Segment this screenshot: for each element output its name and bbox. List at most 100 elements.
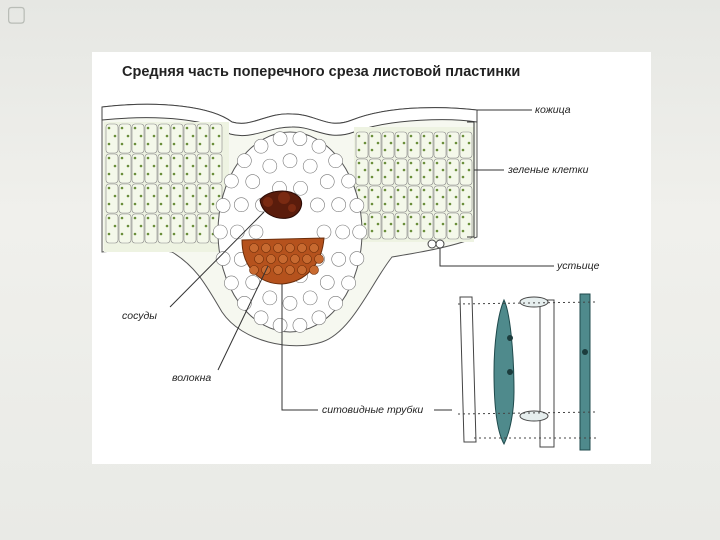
- chloroplast: [172, 232, 176, 236]
- leader-trubki: [281, 284, 318, 411]
- sheath-cell: [293, 180, 308, 196]
- label-kozhitsa: кожица: [535, 104, 571, 116]
- chloroplast: [422, 188, 426, 192]
- chloroplast: [139, 224, 143, 228]
- chloroplast: [363, 222, 367, 226]
- chloroplast: [428, 222, 432, 226]
- chloroplast: [198, 202, 202, 206]
- chloroplast: [383, 229, 387, 233]
- green-cell: [170, 183, 184, 214]
- chloroplast: [198, 142, 202, 146]
- chloroplast: [370, 202, 374, 206]
- chloroplast: [165, 194, 169, 198]
- sheath-cell: [352, 224, 368, 240]
- green-cell: [420, 131, 434, 159]
- chloroplast: [159, 142, 163, 146]
- leader-sosudy: [169, 211, 265, 308]
- fiber-cell: [285, 265, 295, 275]
- chloroplast: [461, 188, 465, 192]
- sieve-tube: [579, 293, 591, 451]
- chloroplast: [185, 126, 189, 130]
- chloroplast: [113, 164, 117, 168]
- green-cell: [105, 123, 119, 154]
- chloroplast: [191, 164, 195, 168]
- chloroplast: [159, 216, 163, 220]
- cross-wall: [457, 411, 598, 415]
- fiber-cell: [273, 243, 283, 253]
- chloroplast: [454, 168, 458, 172]
- chloroplast: [165, 224, 169, 228]
- chloroplast: [370, 188, 374, 192]
- chloroplast: [422, 215, 426, 219]
- chloroplast: [363, 141, 367, 145]
- chloroplast: [461, 134, 465, 138]
- nucleus: [582, 349, 588, 355]
- sieve-plate: [519, 410, 549, 422]
- fiber-cell: [249, 243, 259, 253]
- fiber-cell: [249, 265, 259, 275]
- chloroplast: [409, 188, 413, 192]
- green-cell: [446, 185, 460, 213]
- sheath-cell: [237, 295, 252, 311]
- green-cell: [183, 183, 197, 214]
- chloroplast: [211, 142, 215, 146]
- green-cell: [105, 213, 119, 244]
- chloroplast: [178, 224, 182, 228]
- label-sitovidnye-trubki: ситовидные трубки: [322, 404, 424, 416]
- chloroplast: [107, 232, 111, 236]
- sheath-cell: [282, 296, 298, 311]
- green-cell: [368, 212, 382, 240]
- chloroplast: [133, 156, 137, 160]
- chloroplast: [120, 232, 124, 236]
- chloroplast: [146, 216, 150, 220]
- chloroplast: [120, 186, 124, 190]
- chloroplast: [204, 194, 208, 198]
- chloroplast: [211, 126, 215, 130]
- chloroplast: [435, 148, 439, 152]
- chloroplast: [126, 194, 130, 198]
- chloroplast: [198, 216, 202, 220]
- chloroplast: [448, 175, 452, 179]
- green-cell: [381, 185, 395, 213]
- chloroplast: [448, 188, 452, 192]
- chloroplast: [217, 194, 221, 198]
- chloroplast: [409, 229, 413, 233]
- chloroplast: [415, 168, 419, 172]
- sheath-cell: [262, 158, 278, 174]
- chloroplast: [204, 164, 208, 168]
- sheath-cell: [292, 318, 308, 333]
- green-cell: [446, 212, 460, 240]
- chloroplast: [120, 172, 124, 176]
- chloroplast: [409, 215, 413, 219]
- leader-volokna: [217, 265, 269, 371]
- chloroplast: [185, 186, 189, 190]
- sheath-cell: [253, 310, 269, 326]
- chloroplast: [370, 215, 374, 219]
- green-cell: [407, 158, 421, 186]
- sheath-cell: [272, 131, 288, 146]
- nucleus: [507, 369, 513, 375]
- stoma-cell: [427, 239, 437, 249]
- sieve-plate: [519, 296, 549, 308]
- bracket-green: [467, 121, 475, 238]
- chloroplast: [396, 161, 400, 165]
- sheath-cell: [302, 158, 318, 174]
- green-cell: [407, 212, 421, 240]
- green-cell: [157, 153, 171, 184]
- chloroplast: [422, 134, 426, 138]
- sheath-cell: [319, 275, 335, 290]
- green-cell: [459, 212, 473, 240]
- chloroplast: [376, 168, 380, 172]
- chloroplast: [435, 175, 439, 179]
- chloroplast: [159, 202, 163, 206]
- chloroplast: [159, 156, 163, 160]
- chloroplast: [422, 175, 426, 179]
- green-cell: [170, 123, 184, 154]
- fiber-cell: [297, 243, 307, 253]
- chloroplast: [172, 202, 176, 206]
- fiber-cell: [273, 265, 283, 275]
- chloroplast: [402, 195, 406, 199]
- sheath-cell: [331, 251, 346, 267]
- green-cell: [105, 183, 119, 214]
- chloroplast: [448, 229, 452, 233]
